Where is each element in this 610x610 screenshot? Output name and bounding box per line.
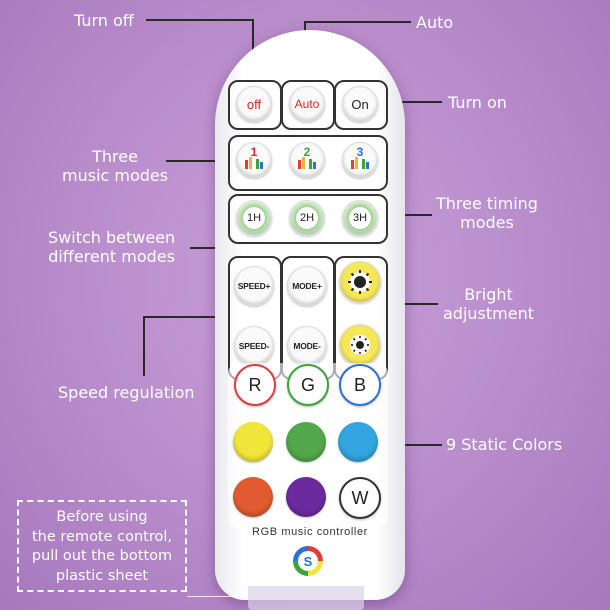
mode-down-button[interactable]: MODE- <box>287 326 327 366</box>
label-bright-line1: Bright <box>464 285 513 304</box>
label-auto: Auto <box>416 13 454 32</box>
red-label: R <box>248 374 262 395</box>
label-switch-modes: Switch between different modes <box>48 228 175 266</box>
leader-bright-adjustment <box>384 303 438 305</box>
brand-logo-icon: S <box>293 546 323 576</box>
note-line3: pull out the bottom <box>31 548 173 564</box>
light-blue-button[interactable] <box>338 422 378 462</box>
label-timing-modes-line1: Three timing <box>436 194 538 213</box>
timer-3h-label: 3H <box>352 212 368 224</box>
equalizer-icon <box>245 157 263 169</box>
blue-button[interactable]: B <box>339 364 381 406</box>
speed-up-button[interactable]: SPEED+ <box>234 266 274 306</box>
label-music-modes-line2: music modes <box>62 166 169 185</box>
sun-icon <box>348 270 372 294</box>
orange-red-button[interactable] <box>233 477 273 517</box>
label-turn-off: Turn off <box>74 11 134 30</box>
label-timing-modes-line2: modes <box>460 213 514 232</box>
brand-label: RGB music controller <box>252 526 368 538</box>
label-switch-modes-line2: different modes <box>48 247 175 266</box>
timer-1h-label: 1H <box>246 212 262 224</box>
leader-music-modes <box>166 160 234 162</box>
off-button[interactable]: off <box>236 86 272 122</box>
music-mode-2-label: 2 <box>303 145 311 159</box>
label-switch-modes-line1: Switch between <box>48 228 176 247</box>
timer-3h-button[interactable]: 3H <box>342 200 378 236</box>
note-line2: the remote control, <box>31 528 173 545</box>
sun-small-icon <box>351 336 369 354</box>
red-button[interactable]: R <box>234 364 276 406</box>
timer-1h-button[interactable]: 1H <box>236 200 272 236</box>
leader-speed-v <box>143 316 145 376</box>
note-box <box>17 500 187 592</box>
music-mode-1-button[interactable]: 1 <box>236 142 272 178</box>
white-button[interactable]: W <box>339 477 381 519</box>
equalizer-icon <box>298 157 316 169</box>
note-pointer <box>187 596 243 597</box>
speed-down-button[interactable]: SPEED- <box>234 326 274 366</box>
purple-button[interactable] <box>286 477 326 517</box>
leader-auto-h <box>305 21 411 23</box>
mid-green-button[interactable] <box>286 422 326 462</box>
label-music-modes: Three music modes <box>62 147 168 185</box>
equalizer-icon <box>351 157 369 169</box>
leader-speed-h <box>143 316 231 318</box>
green-button[interactable]: G <box>287 364 329 406</box>
auto-button[interactable]: Auto <box>289 86 325 122</box>
on-button[interactable]: On <box>342 86 378 122</box>
timer-2h-label: 2H <box>299 212 315 224</box>
label-turn-on: Turn on <box>448 93 507 112</box>
bottom-plastic-sheet <box>248 586 364 610</box>
music-mode-1-label: 1 <box>250 145 258 159</box>
label-timing-modes: Three timing modes <box>436 194 538 232</box>
timer-2h-button[interactable]: 2H <box>289 200 325 236</box>
label-static-colors: 9 Static Colors <box>446 435 563 454</box>
mode-up-button[interactable]: MODE+ <box>287 266 327 306</box>
label-bright-line2: adjustment <box>443 304 534 323</box>
note-text: Before using the remote control, pull ou… <box>17 508 187 586</box>
brightness-up-button[interactable] <box>339 261 381 303</box>
label-music-modes-line1: Three <box>92 147 138 166</box>
leader-turn-off-h <box>146 19 253 21</box>
white-label: W <box>351 487 369 508</box>
green-label: G <box>300 374 315 395</box>
blue-label: B <box>353 374 366 395</box>
label-bright-adjustment: Bright adjustment <box>443 285 534 323</box>
yellow-button[interactable] <box>233 422 273 462</box>
note-line4: plastic sheet <box>55 567 149 584</box>
label-speed-regulation: Speed regulation <box>58 383 195 402</box>
remote-control: off Auto On 1 2 3 1H 2H 3H SPEED+ <box>215 30 405 600</box>
music-mode-3-label: 3 <box>356 145 364 159</box>
music-mode-3-button[interactable]: 3 <box>342 142 378 178</box>
note-line1: Before using <box>56 509 148 525</box>
leader-timing-modes <box>382 214 432 216</box>
leader-turn-on <box>386 101 442 103</box>
brightness-down-button[interactable] <box>339 324 381 366</box>
music-mode-2-button[interactable]: 2 <box>289 142 325 178</box>
leader-static-colors <box>384 444 442 446</box>
